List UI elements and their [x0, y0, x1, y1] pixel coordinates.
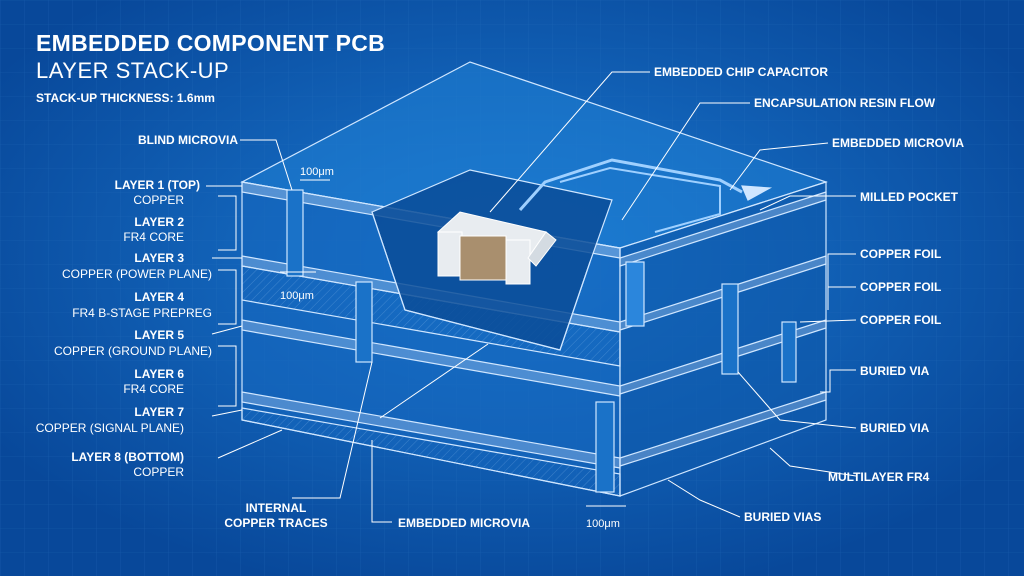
label-layer6: LAYER 6	[134, 367, 184, 381]
label-layer8: LAYER 8 (BOTTOM)	[71, 450, 184, 464]
layer-band-ground	[241, 319, 621, 397]
label-layer3-sub: COPPER (POWER PLANE)	[62, 267, 212, 281]
label-layer4: LAYER 4	[134, 290, 184, 304]
label-copper-foil-1: COPPER FOIL	[860, 247, 941, 261]
label-layer2: LAYER 2	[134, 215, 184, 229]
label-layer8-sub: COPPER	[133, 465, 184, 479]
label-layer4-sub: FR4 B-STAGE PREPREG	[72, 306, 212, 320]
dimension-markers	[280, 179, 626, 507]
page-subtitle: LAYER STACK-UP	[36, 58, 229, 83]
label-internal-1: INTERNAL	[246, 501, 307, 515]
embedded-microvia-shape	[355, 281, 373, 363]
label-encapsulation-resin-flow: ENCAPSULATION RESIN FLOW	[754, 96, 936, 110]
stackup-thickness: STACK-UP THICKNESS: 1.6mm	[36, 91, 215, 105]
leader-lines	[206, 71, 857, 523]
resin-flow-loop	[559, 166, 721, 233]
left-labels: BLIND MICROVIA LAYER 1 (TOP) COPPER LAYE…	[36, 133, 239, 479]
pocket-wall	[371, 211, 591, 351]
label-layer3: LAYER 3	[134, 251, 184, 265]
layer-band-bottom	[241, 407, 621, 497]
page-title: EMBEDDED COMPONENT PCB	[36, 30, 385, 56]
dimension-bottom: 100μm	[586, 518, 620, 530]
label-embedded-microvia-right: EMBEDDED MICROVIA	[832, 136, 964, 150]
buried-via-shape-right-1	[721, 283, 739, 375]
label-copper-foil-3: COPPER FOIL	[860, 313, 941, 327]
label-buried-via-2: BURIED VIA	[860, 421, 930, 435]
bottom-labels: INTERNAL COPPER TRACES EMBEDDED MICROVIA…	[224, 501, 821, 530]
embedded-chip-capacitor-shape	[437, 211, 557, 285]
label-internal-2: COPPER TRACES	[224, 516, 327, 530]
label-milled-pocket: MILLED POCKET	[860, 190, 959, 204]
right-labels: EMBEDDED CHIP CAPACITOR ENCAPSULATION RE…	[654, 65, 964, 484]
dimension-mid: 100μm	[280, 290, 314, 302]
label-copper-foil-2: COPPER FOIL	[860, 280, 941, 294]
label-buried-via-1: BURIED VIA	[860, 364, 930, 378]
resin-flow-arrow	[741, 185, 773, 201]
right-band-4	[619, 391, 827, 467]
buried-via-shape-bottom	[595, 401, 615, 493]
label-layer6-sub: FR4 CORE	[123, 382, 184, 396]
layer-band-signal	[241, 391, 621, 469]
right-band-1	[619, 191, 827, 267]
pcb-block	[240, 61, 828, 497]
label-embedded-chip-capacitor: EMBEDDED CHIP CAPACITOR	[654, 65, 828, 79]
label-layer5: LAYER 5	[134, 328, 184, 342]
blind-microvia-shape	[286, 189, 304, 277]
label-buried-vias: BURIED VIAS	[744, 510, 821, 524]
label-layer2-sub: FR4 CORE	[123, 230, 184, 244]
label-layer7: LAYER 7	[134, 405, 184, 419]
label-layer1: LAYER 1 (TOP)	[115, 178, 200, 192]
dimension-top: 100μm	[300, 166, 334, 178]
copper-foil-stack	[625, 261, 645, 327]
label-embedded-microvia-bottom: EMBEDDED MICROVIA	[398, 516, 530, 530]
label-layer5-sub: COPPER (GROUND PLANE)	[54, 344, 212, 358]
label-multilayer-fr4: MULTILAYER FR4	[828, 470, 930, 484]
resin-flow-channel	[518, 158, 743, 211]
label-layer1-sub: COPPER	[133, 193, 184, 207]
buried-via-shape-right-2	[781, 321, 797, 383]
label-layer7-sub: COPPER (SIGNAL PLANE)	[36, 421, 184, 435]
label-blind-microvia: BLIND MICROVIA	[138, 133, 238, 147]
